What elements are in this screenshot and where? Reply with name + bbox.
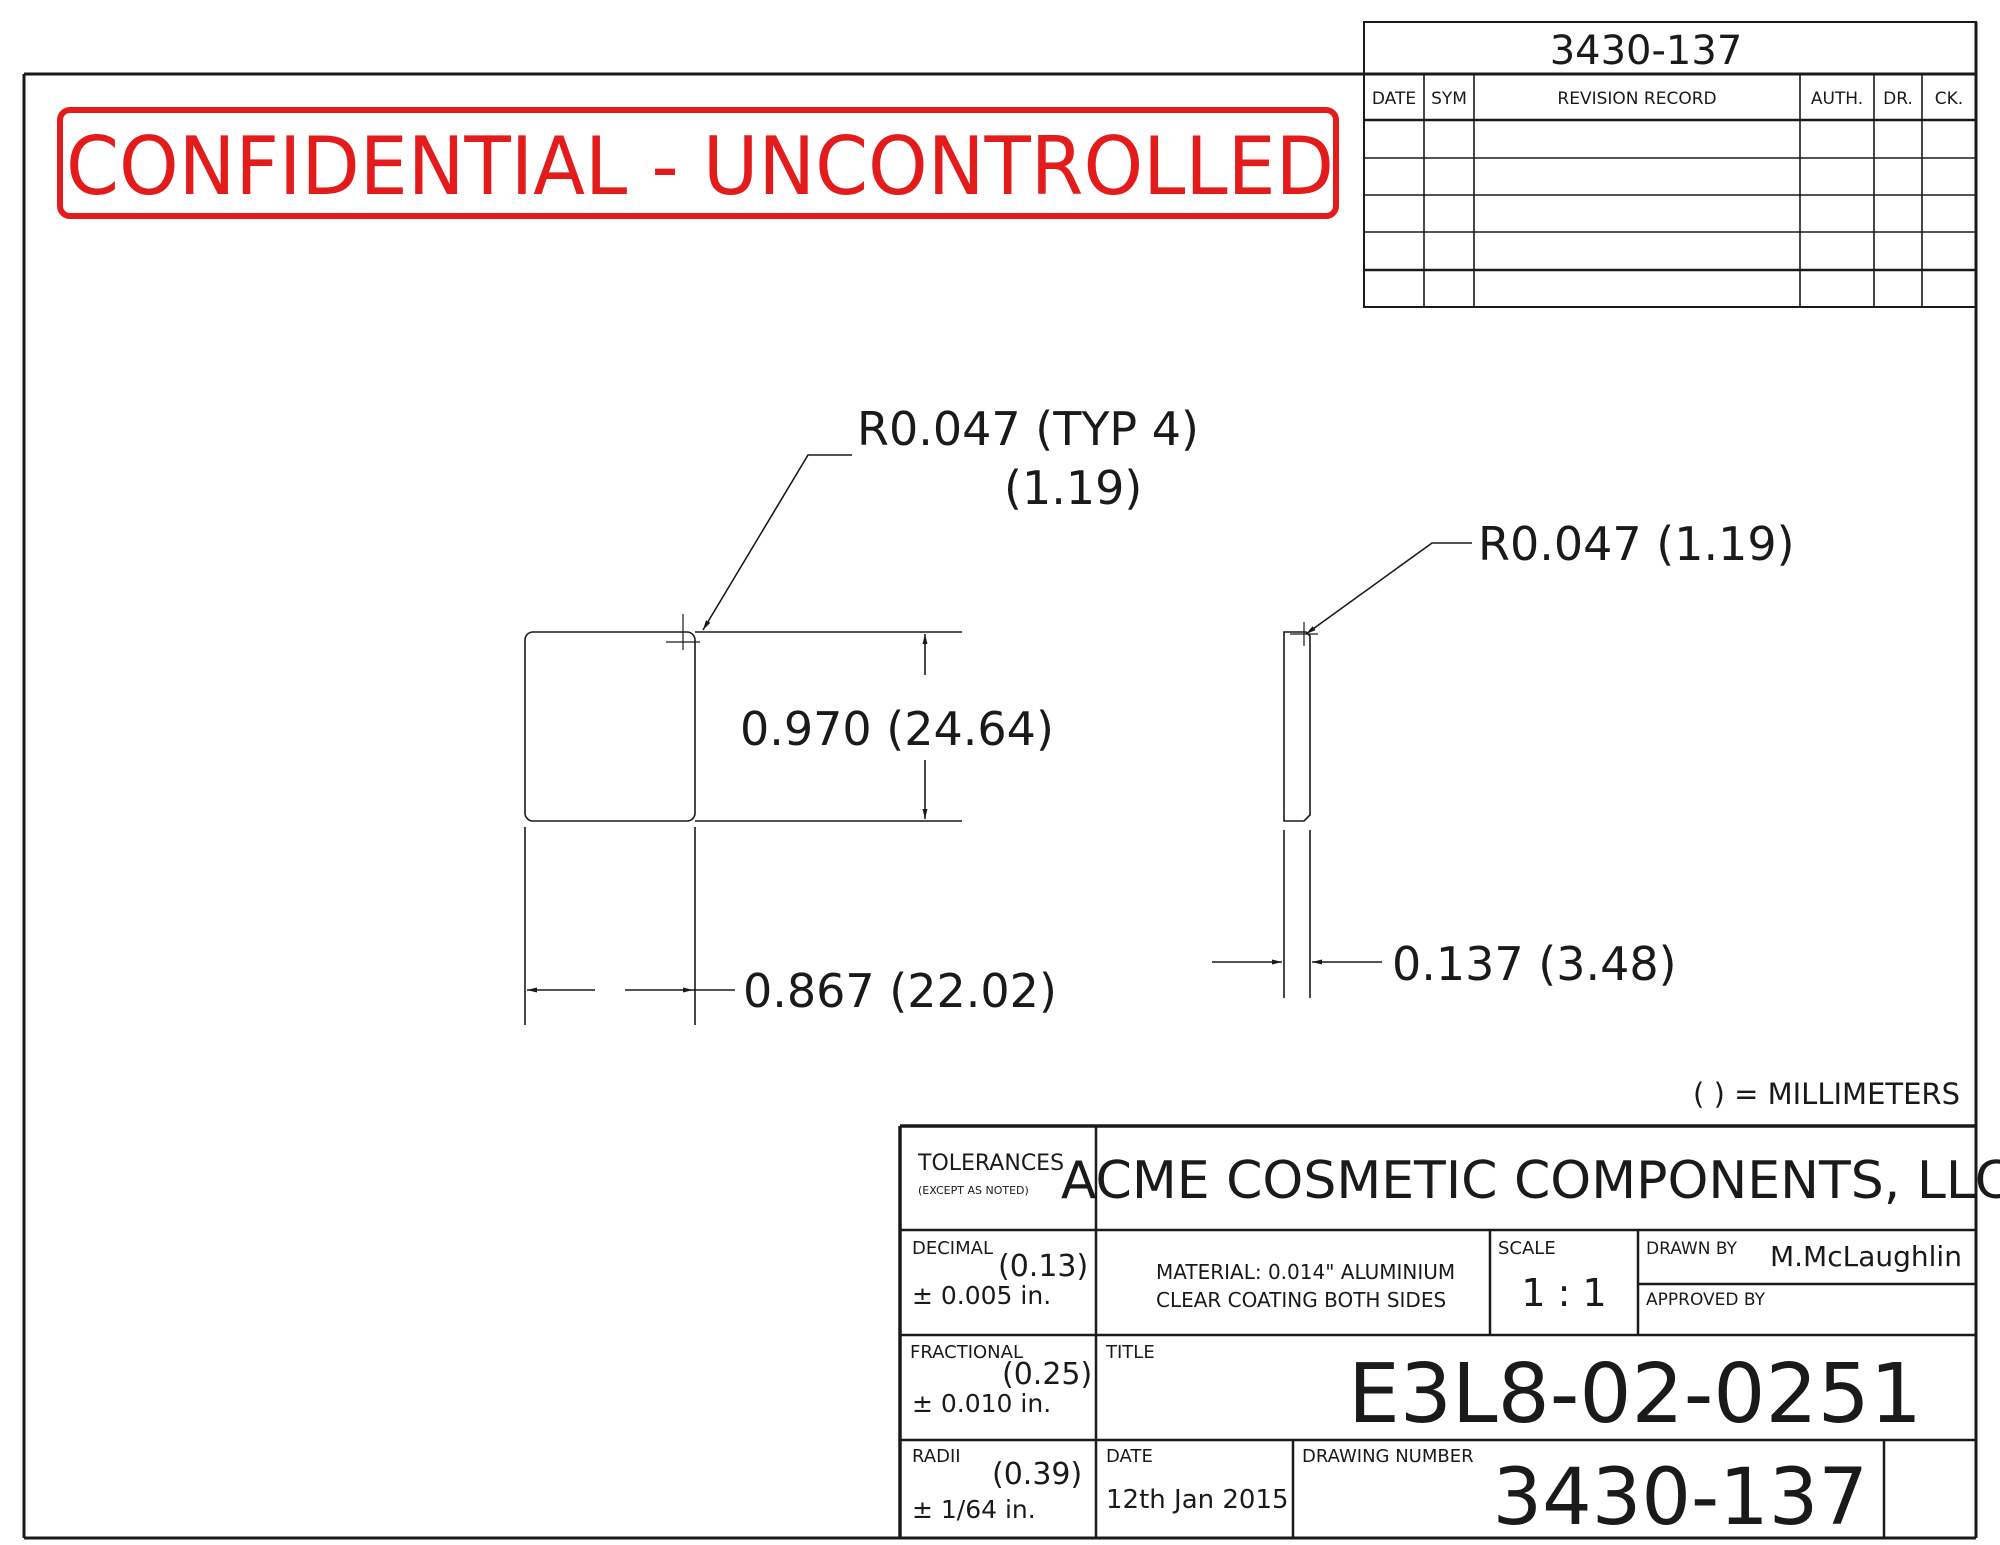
- rev-header-sym: SYM: [1431, 89, 1467, 109]
- rev-header-date: DATE: [1372, 89, 1416, 109]
- decimal-tolerance: ± 0.005 in.: [912, 1281, 1051, 1310]
- confidential-banner-frame: [57, 107, 1339, 219]
- rev-header-dr: DR.: [1883, 89, 1913, 109]
- drawing-number-value: 3430-137: [1492, 1453, 1868, 1543]
- height-dimension-label: 0.970 (24.64): [740, 702, 1054, 756]
- date-value: 12th Jan 2015: [1106, 1485, 1289, 1515]
- approved-by-label: APPROVED BY: [1646, 1290, 1766, 1310]
- radii-tolerance: ± 1/64 in.: [912, 1495, 1036, 1524]
- part-front-view: [524, 614, 700, 822]
- part-side-view: [1283, 622, 1318, 822]
- drawing-number-label: DRAWING NUMBER: [1302, 1446, 1474, 1467]
- except-as-noted-note: (EXCEPT AS NOTED): [918, 1184, 1029, 1197]
- tolerances-label: TOLERANCES: [917, 1151, 1064, 1176]
- thickness-dimension-label: 0.137 (3.48): [1392, 937, 1677, 991]
- confidential-banner-text: CONFIDENTIAL - UNCONTROLLED: [66, 120, 1334, 213]
- drawn-by-label: DRAWN BY: [1646, 1239, 1738, 1259]
- side-radius-label: R0.047 (1.19): [1478, 517, 1795, 571]
- date-label: DATE: [1106, 1446, 1153, 1467]
- units-note: ( ) = MILLIMETERS: [1693, 1077, 1960, 1111]
- fractional-label: FRACTIONAL: [910, 1342, 1023, 1363]
- rev-header-auth: AUTH.: [1811, 89, 1863, 109]
- title-value: E3L8-02-0251: [1348, 1347, 1922, 1442]
- rev-header-revision-record: REVISION RECORD: [1557, 89, 1716, 109]
- drawn-by-value: M.McLaughlin: [1770, 1240, 1962, 1273]
- fractional-mm: (0.25): [1002, 1357, 1092, 1392]
- title-block-grid: [898, 1124, 1976, 1538]
- revision-drawing-number: 3430-137: [1550, 28, 1743, 74]
- rev-header-ck: CK.: [1935, 89, 1963, 109]
- corner-radius-label: R0.047 (TYP 4): [857, 402, 1199, 456]
- material-line-1: MATERIAL: 0.014" ALUMINIUM: [1156, 1260, 1455, 1284]
- material-line-2: CLEAR COATING BOTH SIDES: [1156, 1288, 1446, 1312]
- sheet-border: [22, 22, 1978, 1540]
- radii-mm: (0.39): [992, 1457, 1082, 1492]
- scale-value: 1 : 1: [1521, 1271, 1606, 1315]
- fractional-tolerance: ± 0.010 in.: [912, 1389, 1051, 1418]
- scale-label: SCALE: [1498, 1238, 1556, 1259]
- side-view-dimension-lines: [1212, 542, 1472, 998]
- decimal-mm: (0.13): [998, 1249, 1088, 1284]
- width-dimension-label: 0.867 (22.02): [743, 964, 1057, 1018]
- company-name: ACME COSMETIC COMPONENTS, LLC: [1061, 1151, 2000, 1211]
- radii-label: RADII: [912, 1446, 961, 1467]
- corner-radius-mm-label: (1.19): [1004, 461, 1142, 515]
- title-label: TITLE: [1105, 1342, 1155, 1363]
- front-view-dimension-lines: [524, 454, 962, 1025]
- decimal-label: DECIMAL: [912, 1238, 993, 1259]
- revision-block-grid: [1363, 21, 1977, 308]
